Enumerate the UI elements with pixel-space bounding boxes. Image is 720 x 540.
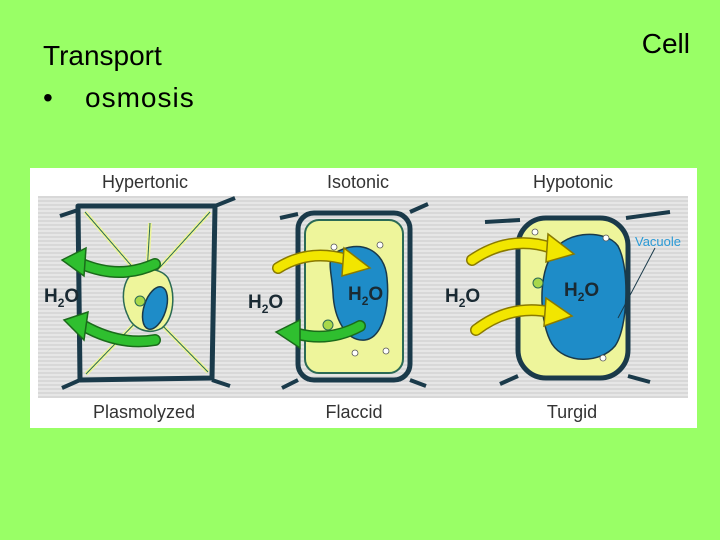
vacuole-pointer: [617, 247, 656, 319]
wall-junction: [59, 196, 236, 390]
vacuole-label: Vacuole: [635, 234, 681, 249]
plasmolyzed-cell: [59, 196, 236, 390]
h2o-label-1: H2O: [44, 286, 79, 310]
label-hypertonic: Hypertonic: [102, 172, 188, 192]
label-isotonic: Isotonic: [327, 172, 389, 192]
arrow-out: [293, 321, 365, 342]
h2o-label-2: H2O: [248, 292, 283, 316]
h2o-label-3: H2O: [348, 284, 383, 308]
osmosis-diagram-svg: Hypertonic Isotonic Hypotonic Plasmolyze…: [30, 168, 697, 428]
corner-label: Cell: [641, 28, 690, 59]
water-labels: H2O H2O H2O H2O H2O: [44, 280, 599, 316]
h2o-label-4: H2O: [445, 286, 480, 310]
arrow-out-upper: [77, 259, 160, 277]
arrow-out-lower: [79, 321, 160, 346]
label-flaccid: Flaccid: [325, 402, 382, 422]
osmosis-diagram: Hypertonic Isotonic Hypotonic Plasmolyze…: [30, 168, 697, 428]
bullet-text: osmosis: [85, 82, 195, 113]
wall-junction: [484, 210, 671, 386]
chloroplast: [322, 319, 334, 331]
arrow-in: [273, 251, 353, 273]
label-hypotonic: Hypotonic: [533, 172, 613, 192]
chloroplast: [134, 295, 146, 307]
arrow-in-lower: [471, 305, 555, 335]
label-turgid: Turgid: [547, 402, 597, 422]
chloroplast: [532, 277, 544, 289]
wall-junction: [279, 202, 429, 390]
cell-wall: [295, 210, 413, 383]
vacuole: [141, 286, 169, 330]
bullet-symbol: •: [43, 82, 53, 113]
bullet-item: • osmosis: [43, 82, 195, 114]
arrow-in-upper: [467, 238, 557, 265]
h2o-label-5: H2O: [564, 280, 599, 304]
label-plasmolyzed: Plasmolyzed: [93, 402, 195, 422]
slide-title: Transport: [43, 40, 162, 71]
